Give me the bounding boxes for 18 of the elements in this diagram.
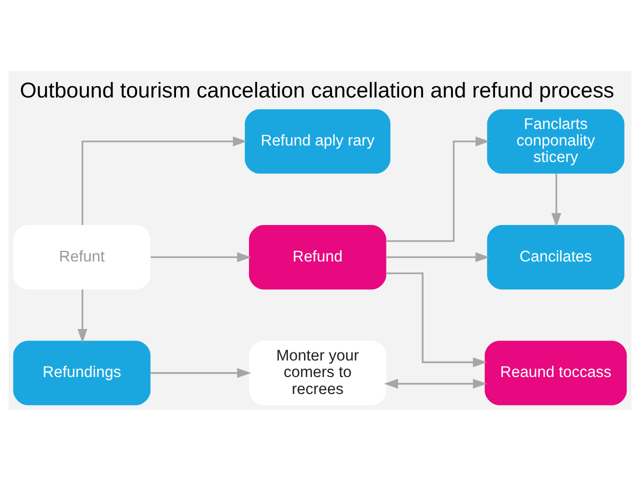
arrow	[150, 368, 252, 378]
node-box: Refund aply rary	[244, 108, 390, 174]
arrow	[150, 252, 252, 262]
arrow	[386, 252, 490, 262]
arrow	[386, 136, 490, 242]
node-box: Cancilates	[487, 224, 624, 289]
node-box: Refundings	[13, 340, 150, 405]
diagram-title: Outbound tourism cancelation cancellation and refund process	[20, 78, 614, 102]
arrow	[82, 136, 248, 224]
node-box: Fanclarts conponality sticery	[487, 108, 624, 174]
arrow	[78, 288, 88, 343]
node-box: Monter your comers to recrees	[248, 340, 386, 405]
node-box: Reaund toccass	[484, 340, 627, 405]
node-box: Refunt	[13, 224, 150, 289]
arrow	[551, 173, 562, 227]
arrow	[386, 272, 488, 367]
node-box: Refund	[248, 224, 386, 289]
arrow	[384, 378, 488, 388]
